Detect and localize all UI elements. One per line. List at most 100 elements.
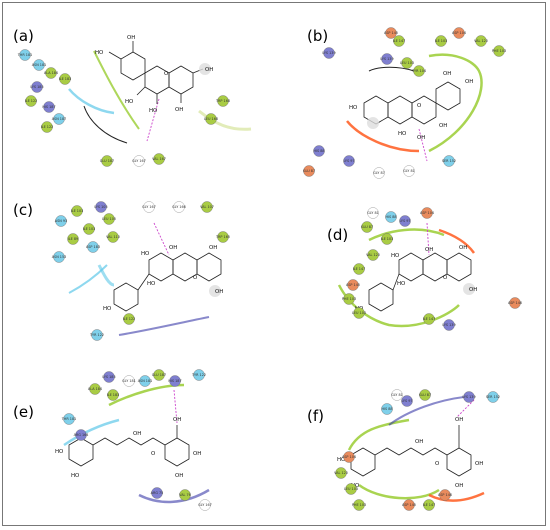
residue-marker [385,27,397,39]
residue-marker [403,499,415,511]
residue-label: ASN 93 [55,219,67,223]
residue-glu-87: GLU 87 [361,221,373,233]
residue-leu-103: LEU 103 [344,483,358,495]
residue-label: GLY 81 [403,169,415,173]
residue-label: LEU 168 [204,117,218,121]
residue-marker [509,297,521,309]
residue-marker [153,153,165,165]
residue-label: THR 181 [17,53,33,57]
residue-marker [33,59,45,71]
residue-lys-139: LYS 139 [462,391,476,403]
atom-label: OH [475,461,483,467]
residue-marker [19,49,31,61]
residue-marker [31,81,43,93]
residue-label: LEU 105 [102,217,116,221]
residue-his-88: HIS 88 [313,145,325,157]
residue-ile-122: ILE 122 [123,313,136,325]
residue-marker [107,389,119,401]
residue-marker [87,241,99,253]
residue-label: LYS 97 [399,219,410,223]
atom-label: OH [443,71,451,77]
residue-marker [463,391,475,403]
residue-label: ASP 104 [420,211,434,215]
residue-label: ASP 183 [86,245,100,249]
residue-marker [103,371,115,383]
residue-ile-103: ILE 103 [83,223,95,235]
residue-label: ALA 184 [44,71,58,75]
residue-label: ASP 145 [346,283,360,287]
residue-marker [55,215,67,227]
atom-label: HO [398,131,406,137]
residue-marker [217,95,229,107]
residue-label: LYS 185 [30,85,43,89]
residue-label: ASN 181 [138,379,153,383]
residue-marker [347,279,359,291]
residue-marker [399,215,411,227]
residue-label: HIS 88 [313,149,324,153]
residue-label: GLU 187 [152,373,166,377]
residue-marker [423,313,435,325]
residue-label: SER 152 [486,395,500,399]
residue-marker [361,221,373,233]
residue-marker [107,231,119,243]
residue-gly-181: GLY 181 [122,375,136,387]
residue-label: ILE 122 [123,317,136,321]
atom-label: O [164,71,168,77]
residue-label: PHE 103 [342,297,356,301]
residue-marker [443,155,455,167]
residue-lys-185: LYS 185 [30,81,44,93]
residue-gly-167: GLY 167 [198,499,212,511]
atom-label: OH [169,245,177,251]
atom-label: HO [125,99,133,105]
residue-marker [71,205,83,217]
residue-lys-139: LYS 139 [380,53,394,65]
residue-ile-122: ILE 122 [25,95,37,107]
residue-label: GLY 87 [373,171,385,175]
residue-thr-181: THR 181 [61,413,76,425]
residue-gly-166: GLY 166 [172,201,186,213]
residue-marker [179,489,191,501]
residue-asn-153: ASN 153 [52,251,66,263]
residue-lys-97: LYS 97 [343,155,355,167]
residue-marker [353,263,365,275]
residue-marker [41,121,53,133]
residue-tyr-122: TYR 122 [89,329,104,341]
residue-ile-103: ILE 103 [71,205,83,217]
residue-arg-75: ARG 75 [151,487,163,499]
residue-marker [75,429,87,441]
residue-label: ILE 103 [435,39,448,43]
residue-tyr-104: TYR 104 [411,65,426,77]
residue-label: ILE 147 [393,39,406,43]
residue-label: ILE 147 [423,503,436,507]
residue-label: LEU 103 [400,61,414,65]
residue-label: LYS 139 [322,51,335,55]
residue-label: ASP 146 [508,301,522,305]
residue-marker [403,165,415,177]
residue-ile-103: ILE 103 [435,35,448,47]
residue-marker [169,375,181,387]
residue-label: GLY 167 [198,503,212,507]
residue-marker [381,233,393,245]
atom-label: OH [209,245,217,251]
residue-asp-104: ASP 104 [452,27,466,39]
residue-asn-181: ASN 181 [138,375,153,387]
residue-ile-122: ILE 122 [41,121,53,133]
residue-marker [95,201,107,213]
residue-label: GLU 87 [361,225,373,229]
residue-label: TYR 122 [89,333,104,337]
atom-label: O [443,275,447,281]
residue-val-76: VAL 76 [179,489,191,501]
residue-glu-87: GLU 87 [303,165,315,177]
residue-label: ASP 145 [384,31,398,35]
panel-label-a: (a) [13,27,34,45]
residue-marker [443,319,455,331]
residue-marker [217,231,229,243]
atom-label: HO [95,50,103,56]
residue-marker [343,451,355,463]
